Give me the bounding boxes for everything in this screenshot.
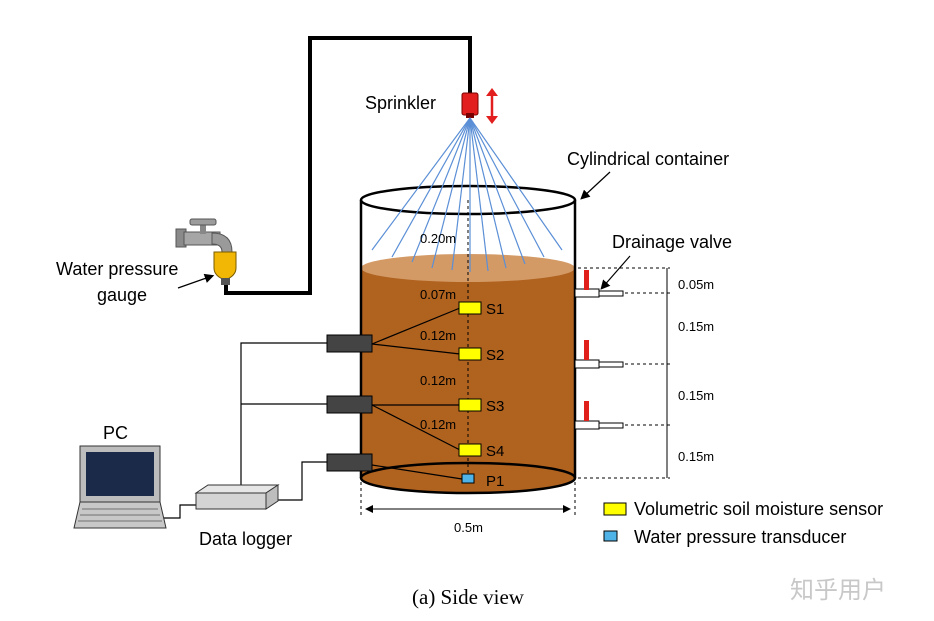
- top-gap-label: 0.20m: [420, 231, 456, 246]
- figure-caption: (a) Side view: [412, 585, 525, 609]
- water-pipe: [224, 36, 472, 295]
- sprinkler-label: Sprinkler: [365, 93, 436, 113]
- laptop-icon: [73, 445, 167, 529]
- sensor-s3-label: S3: [486, 398, 504, 415]
- sensor-s1: [458, 301, 482, 315]
- container-pointer-arrow: [580, 171, 611, 200]
- sensor-s4-label: S4: [486, 443, 504, 460]
- water-spray: [371, 117, 563, 272]
- transducer-p1: [461, 473, 475, 484]
- legend: Volumetric soil moisture sensor Water pr…: [603, 499, 883, 547]
- pressure-gauge-icon: [213, 251, 237, 285]
- legend-transducer-label: Water pressure transducer: [634, 527, 846, 547]
- sensor-s1-label: S1: [486, 301, 504, 318]
- diameter-label: 0.5m: [454, 520, 483, 535]
- moisture-sensors: [458, 301, 482, 484]
- diameter-dimension: [360, 482, 576, 518]
- valve-gap3-label: 0.15m: [678, 449, 714, 464]
- container-label: Cylindrical container: [567, 149, 729, 169]
- valve-dimension-lines: [578, 267, 670, 479]
- s1-s2-label: 0.12m: [420, 328, 456, 343]
- gauge-pointer-arrow: [177, 273, 215, 289]
- sensor-s2-label: S2: [486, 347, 504, 364]
- adjust-height-arrow-icon: [486, 88, 498, 124]
- sensor-wiring: [371, 307, 463, 480]
- faucet-icon: [175, 218, 233, 253]
- water-pressure-gauge-label-1: Water pressure: [56, 259, 178, 279]
- sprinkler-icon: [461, 92, 479, 118]
- drainage-valves: [574, 270, 624, 430]
- drainage-valve-label: Drainage valve: [612, 232, 732, 252]
- pc-label: PC: [103, 423, 128, 443]
- drainage-pointer-arrow: [600, 255, 631, 290]
- data-cables: [160, 342, 327, 519]
- s3-s4-label: 0.12m: [420, 417, 456, 432]
- valve-top-label: 0.05m: [678, 277, 714, 292]
- sensor-s3: [458, 398, 482, 412]
- transducer-p1-label: P1: [486, 473, 504, 490]
- legend-moisture-label: Volumetric soil moisture sensor: [634, 499, 883, 519]
- s1-depth-label: 0.07m: [420, 287, 456, 302]
- data-logger-icon: [194, 484, 280, 510]
- watermark: 知乎用户: [790, 576, 886, 604]
- valve-gap2-label: 0.15m: [678, 388, 714, 403]
- legend-transducer-swatch: [603, 530, 618, 542]
- sensor-s4: [458, 443, 482, 457]
- s2-s3-label: 0.12m: [420, 373, 456, 388]
- valve-gap1-label: 0.15m: [678, 319, 714, 334]
- data-logger-label: Data logger: [199, 529, 292, 549]
- soil-column: [359, 254, 577, 495]
- sensor-s2: [458, 347, 482, 361]
- legend-moisture-swatch: [603, 502, 627, 516]
- water-pressure-gauge-label-2: gauge: [97, 285, 147, 305]
